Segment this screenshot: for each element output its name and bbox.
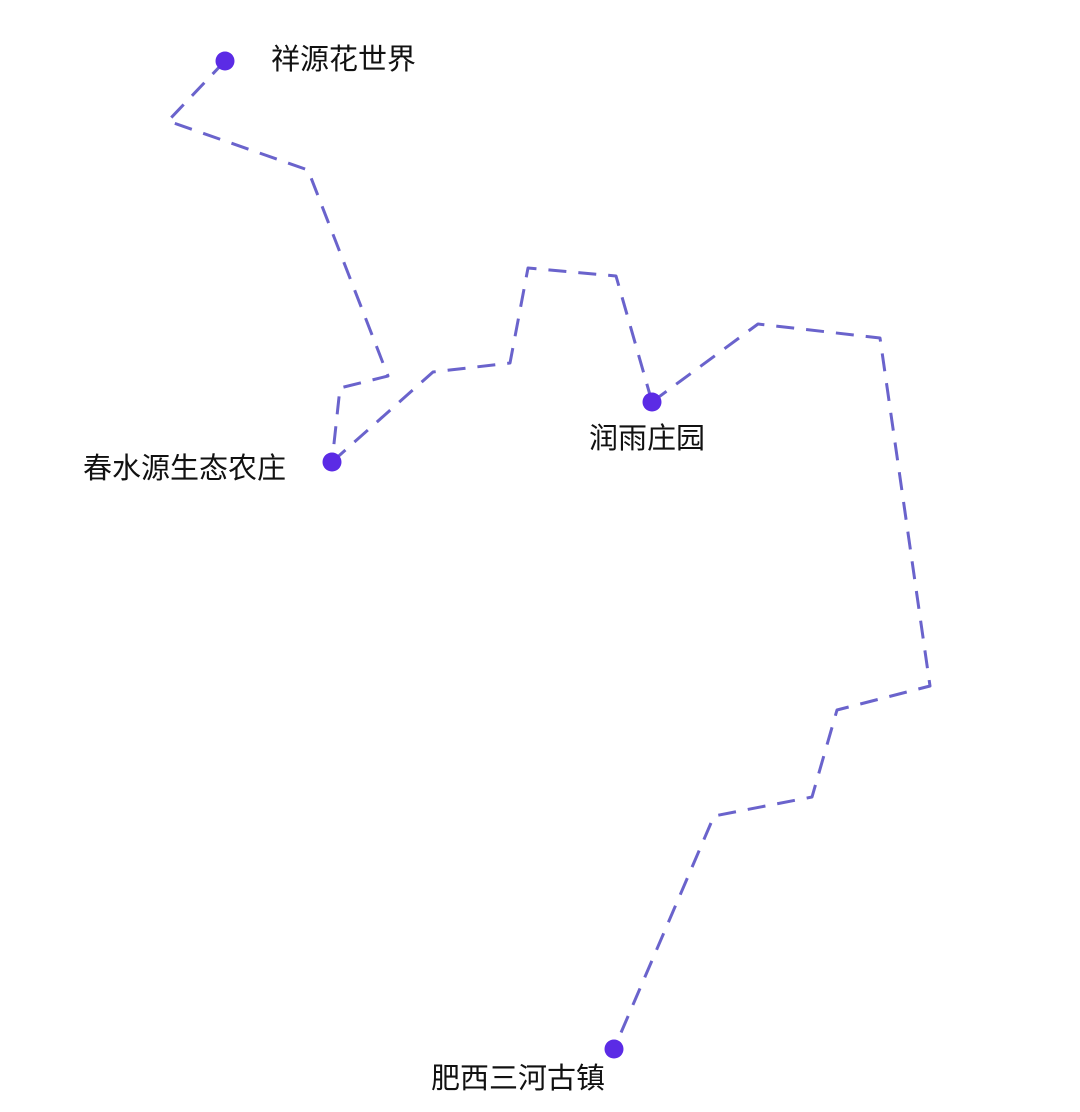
location-dot-icon[interactable] [322, 452, 342, 472]
stop-runyu[interactable]: 润雨庄园 [589, 392, 705, 456]
stop-xiangyuan[interactable]: 祥源花世界 [215, 42, 417, 76]
stop-label: 润雨庄园 [589, 421, 705, 455]
location-dot-icon[interactable] [604, 1039, 624, 1059]
location-dot-icon[interactable] [642, 392, 662, 412]
route-segment-xiangyuan-chunshuiyuan [166, 59, 390, 463]
stop-label: 肥西三河古镇 [431, 1061, 605, 1095]
stop-sanhe[interactable]: 肥西三河古镇 [431, 1039, 624, 1096]
route-layer [166, 59, 932, 1050]
location-dot-icon[interactable] [215, 51, 235, 71]
route-segment-runyu-sanhe [612, 322, 932, 1050]
stop-chunshuiyuan[interactable]: 春水源生态农庄 [83, 451, 342, 485]
stop-label: 祥源花世界 [271, 42, 416, 76]
stop-label: 春水源生态农庄 [83, 451, 286, 485]
